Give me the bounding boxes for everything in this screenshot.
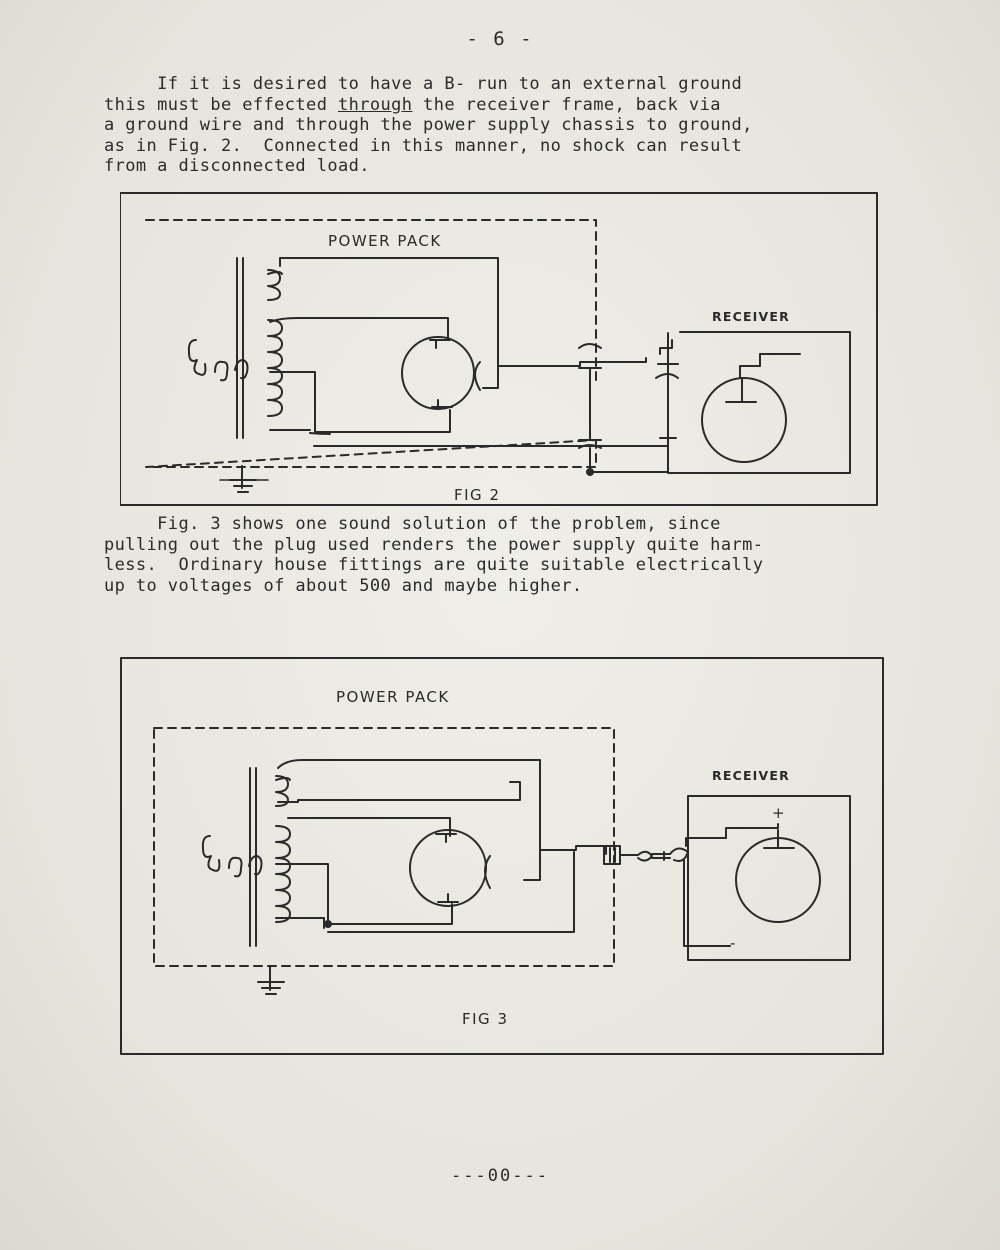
fig2-receiver-tube [701, 377, 787, 463]
fig3-power-pack-label: POWER PACK [336, 688, 450, 706]
figure-2-diagram: POWER PACK RECEIVER FIG 2 [119, 192, 878, 506]
paragraph2-line3: less. Ordinary house fittings are quite … [104, 555, 764, 575]
fig3-receiver-feed [685, 823, 779, 847]
fig3-wire-mid-winding [277, 781, 521, 803]
fig3-wire-bottom-winding [275, 917, 325, 929]
fig3-caption: FIG 3 [462, 1010, 509, 1028]
fig2-rectifier-tube [401, 336, 475, 410]
fig2-wire-low-winding [269, 371, 451, 433]
paragraph1-line2a: this must be effected [104, 94, 338, 115]
paragraph-plug-solution: Fig. 3 shows one sound solution of the p… [104, 514, 763, 596]
end-mark: ---00--- [451, 1166, 549, 1186]
fig2-receiver-chassis [667, 331, 851, 474]
fig3-return-lead [327, 851, 575, 933]
fig3-wire-low-winding [275, 863, 453, 925]
fig2-filter-capacitor [578, 343, 602, 449]
fig3-transformer-core [249, 767, 257, 947]
fig3-plug-lead [619, 850, 653, 862]
paragraph2-line4: up to voltages of about 500 and maybe hi… [104, 575, 583, 596]
fig2-receiver-label: RECEIVER [712, 309, 790, 324]
fig2-receiver-capacitor [655, 363, 679, 447]
fig2-power-pack-enclosure [145, 219, 597, 468]
paragraph1-line3: a ground wire and through the power supp… [104, 115, 753, 135]
fig3-receiver-tube [735, 837, 821, 923]
fig2-b-plus-lead [497, 339, 673, 367]
fig3-wire-upper-secondary [287, 817, 451, 837]
fig3-plug-socket [603, 845, 621, 865]
fig2-transformer-core [236, 257, 244, 439]
paragraph2-line2: pulling out the plug used renders the po… [104, 534, 764, 555]
fig3-secondary-coil-top [275, 775, 291, 807]
fig2-power-pack-label: POWER PACK [328, 232, 442, 250]
fig2-secondary-coil-bottom [267, 319, 283, 417]
paragraph1-line5: from a disconnected load. [104, 156, 370, 176]
fig3-b-plus-lead [539, 845, 607, 855]
fig3-minus-sign: - [730, 934, 737, 952]
fig2-secondary-coil-top [267, 269, 283, 301]
figure-3-diagram: POWER PACK RECEIVER + - FIG 3 [120, 657, 884, 1055]
paragraph1-underlined-word: through [337, 94, 413, 115]
fig2-ground-symbol [229, 465, 257, 493]
fig3-power-pack-enclosure [153, 727, 615, 967]
fig3-secondary-coil-bottom [275, 825, 291, 923]
figure-2: POWER PACK RECEIVER FIG 2 [119, 190, 880, 510]
fig3-plus-sign: + [772, 804, 786, 822]
fig2-wire-mid-winding [269, 317, 449, 341]
fig3-receiver-chassis [687, 795, 851, 961]
figure-3: POWER PACK RECEIVER + - FIG 3 [118, 656, 888, 1058]
fig3-ground-symbol [257, 965, 285, 995]
fig2-wire-top-winding [279, 257, 499, 389]
paragraph2-line1: Fig. 3 shows one sound solution of the p… [104, 514, 721, 534]
page-number: - 6 - [466, 28, 534, 50]
fig2-caption: FIG 2 [454, 486, 501, 504]
paragraph-ground-wiring: If it is desired to have a B- run to an … [104, 74, 753, 177]
paragraph1-line2b: the receiver frame, back via [412, 94, 721, 115]
fig2-outer-frame [119, 192, 878, 506]
paragraph1-line1: If it is desired to have a B- run to an … [104, 74, 743, 94]
paragraph1-line4: as in Fig. 2. Connected in this manner, … [104, 135, 743, 156]
fig3-primary-coil [201, 835, 263, 878]
fig3-wire-top-winding [277, 759, 541, 881]
fig3-outer-frame [120, 657, 884, 1055]
fig2-primary-coil [187, 339, 249, 382]
fig3-receiver-label: RECEIVER [712, 768, 790, 783]
